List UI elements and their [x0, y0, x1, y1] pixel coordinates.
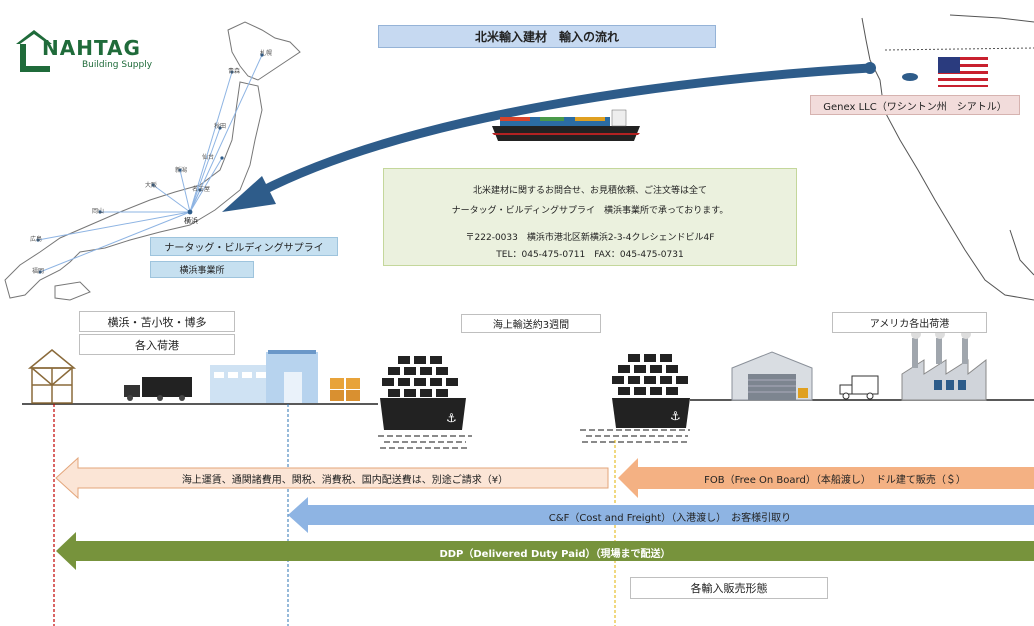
- nahtag-logo: NAHTAG Building Supply: [14, 28, 164, 78]
- info-line-2: ナータッグ・ビルディングサプライ 横浜事業所で承っております。: [451, 206, 729, 216]
- seattle-marker: [902, 73, 918, 81]
- fob-text: FOB（Free On Board）（本船渡し） ドル建て販売（＄）: [704, 475, 966, 486]
- logo-subtitle: Building Supply: [82, 60, 153, 70]
- map-hub-label: 横浜: [184, 217, 198, 225]
- extra-costs-text: 海上運賃、通関諸費用、関税、消費税、国内配送費は、別途ご請求（¥）: [181, 475, 509, 486]
- info-line-4: TEL：045-475-0711 FAX：045-475-0731: [496, 250, 684, 260]
- ddp-arrow: [56, 532, 1034, 570]
- company-name-label: ナータッグ・ビルディングサプライ: [150, 237, 338, 256]
- extra-costs-arrow: [55, 456, 609, 500]
- map-city-label: 大阪: [145, 182, 158, 189]
- map-city-label: 青森: [228, 68, 241, 75]
- warehouse-icon: [210, 350, 318, 403]
- jp-ports-caption: 各入荷港: [79, 334, 235, 355]
- info-line-1: 北米建材に関するお問合せ、お見積依頼、ご注文等は全て: [472, 186, 707, 196]
- svg-text:⚓: ⚓: [446, 411, 457, 425]
- cargo-boxes-icon: [330, 378, 360, 401]
- map-city-label: 福岡: [32, 268, 45, 275]
- map-city-label: 秋田: [214, 123, 227, 130]
- fob-arrow: [618, 458, 1034, 498]
- cf-arrow: [288, 497, 1034, 533]
- us-ports-caption: アメリカ各出荷港: [832, 312, 987, 333]
- truck-icon: [124, 377, 192, 401]
- logo-name: NAHTAG: [42, 36, 141, 60]
- page-title: 北米輸入建材 輸入の流れ: [378, 25, 716, 48]
- distribution-lines: [37, 54, 263, 273]
- cf-text: C&F（Cost and Freight）（入港渡し） お客様引取り: [548, 513, 792, 524]
- sales-forms-caption: 各輸入販売形態: [630, 577, 828, 599]
- map-city-label: 広島: [30, 236, 43, 243]
- map-city-label: 新潟: [175, 167, 188, 174]
- shipping-duration-label: 海上輸送約3週間: [461, 314, 601, 333]
- office-label: 横浜事業所: [150, 261, 254, 278]
- us-warehouse-icon: [731, 351, 813, 401]
- contact-info-box: 北米建材に関するお問合せ、お見積依頼、ご注文等は全て ナータッグ・ビルディングサ…: [383, 168, 797, 266]
- svg-text:⚓: ⚓: [670, 409, 681, 423]
- supplier-label: Genex LLC（ワシントン州 シアトル）: [810, 95, 1020, 115]
- ddp-text: DDP（Delivered Duty Paid）（現場まで配送）: [439, 549, 671, 560]
- map-city-label: 仙台: [202, 154, 215, 161]
- map-city-label: 岡山: [92, 208, 105, 215]
- map-city-label: 名古屋: [192, 186, 211, 193]
- container-ship-icon: [492, 109, 640, 141]
- info-line-3: 〒222-0033 横浜市港北区新横浜2-3-4クレシェンドビル4F: [465, 233, 715, 243]
- us-map: [861, 14, 1034, 301]
- factory-icon: [901, 329, 987, 401]
- ship-right-icon: ⚓: [580, 354, 690, 443]
- jp-ports-label: 横浜・苫小牧・博多: [79, 311, 235, 332]
- us-truck-icon: [839, 375, 879, 400]
- house-logo-icon: [16, 30, 52, 72]
- ship-left-icon: ⚓: [378, 356, 472, 449]
- us-flag-icon: [938, 57, 988, 87]
- house-frame-icon: [27, 349, 77, 404]
- shipping-route-arrow: [222, 62, 876, 212]
- map-city-label: 札幌: [260, 50, 273, 57]
- japan-map: [4, 21, 301, 301]
